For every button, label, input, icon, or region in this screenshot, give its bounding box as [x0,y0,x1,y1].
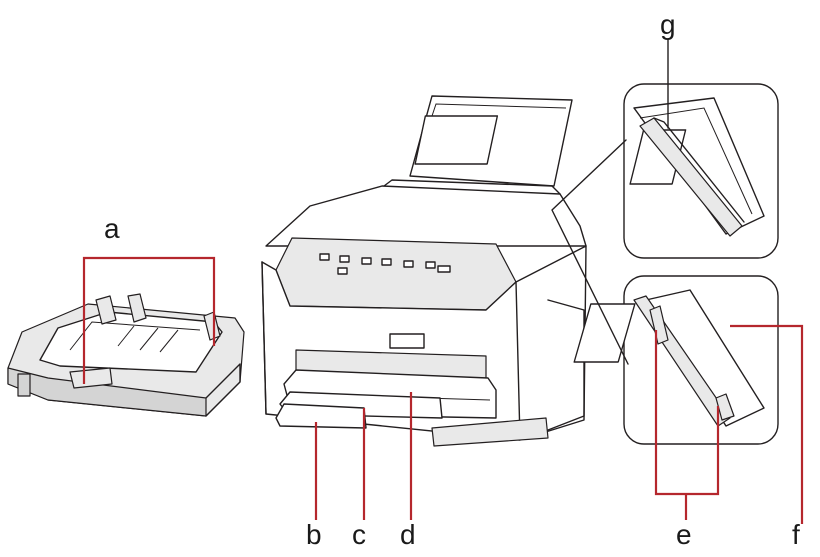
label-g-text: g [660,9,676,40]
label-c-text: c [352,519,366,550]
inset-paper-support [624,84,778,258]
label-e-text: e [676,519,692,550]
label-a-text: a [104,213,120,244]
label-b: b [306,422,322,550]
label-b-text: b [306,519,322,550]
paper-cassette [8,294,244,416]
label-f-text: f [792,519,800,550]
printer [262,96,586,446]
inset-rear-feeder [574,276,778,444]
label-d-text: d [400,519,416,550]
label-c: c [352,408,366,550]
